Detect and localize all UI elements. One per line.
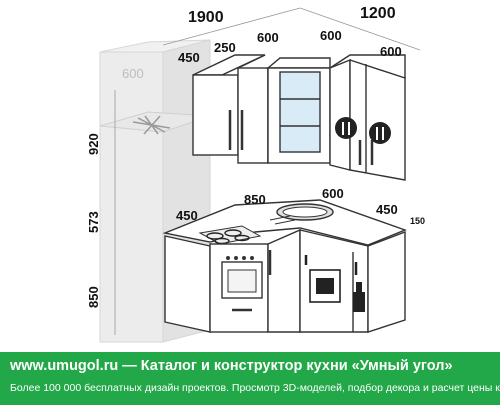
dim-upper-left-1: 450 — [178, 50, 200, 65]
dim-counter-middle: 850 — [244, 192, 266, 207]
dim-upper-left-3: 600 — [257, 30, 279, 45]
dim-counter-corner: 600 — [322, 186, 344, 201]
sink — [269, 203, 334, 225]
snowflake-icon — [132, 115, 171, 135]
bottle-icon — [353, 262, 365, 312]
dim-fridge-depth: 600 — [122, 66, 144, 81]
dim-upper-right-2: 600 — [380, 44, 402, 59]
banner-title[interactable]: www.umugol.ru — Каталог и конструктор ку… — [10, 358, 453, 374]
kitchen-drawing: 1900 1200 450 250 600 600 600 600 920 57… — [86, 5, 425, 343]
cutlery-icon — [335, 117, 391, 144]
upper-cabinets-left — [192, 54, 269, 164]
banner-subtitle: Более 100 000 бесплатных дизайн проектов… — [10, 382, 500, 394]
dim-top-right: 1200 — [360, 5, 396, 22]
oven — [221, 256, 263, 312]
dim-counter-gap: 150 — [410, 216, 425, 226]
base-cabinets — [164, 228, 406, 333]
dim-height-middle: 573 — [86, 211, 101, 233]
upper-cabinets-right — [328, 54, 406, 181]
hob — [198, 225, 262, 245]
dim-height-lower: 850 — [86, 286, 101, 308]
dim-height-upper: 920 — [86, 133, 101, 155]
upper-glass-cabinet — [266, 57, 331, 164]
dim-counter-right: 450 — [376, 202, 398, 217]
dimension-lines — [114, 7, 421, 335]
dim-upper-right-1: 600 — [320, 28, 342, 43]
dim-top-left: 1900 — [188, 9, 224, 26]
dim-counter-left: 450 — [176, 208, 198, 223]
dim-upper-left-2: 250 — [214, 40, 236, 55]
dishwasher-icon — [304, 255, 341, 303]
promo-banner: www.umugol.ru — Каталог и конструктор ку… — [0, 352, 500, 405]
fridge-side — [99, 51, 164, 343]
